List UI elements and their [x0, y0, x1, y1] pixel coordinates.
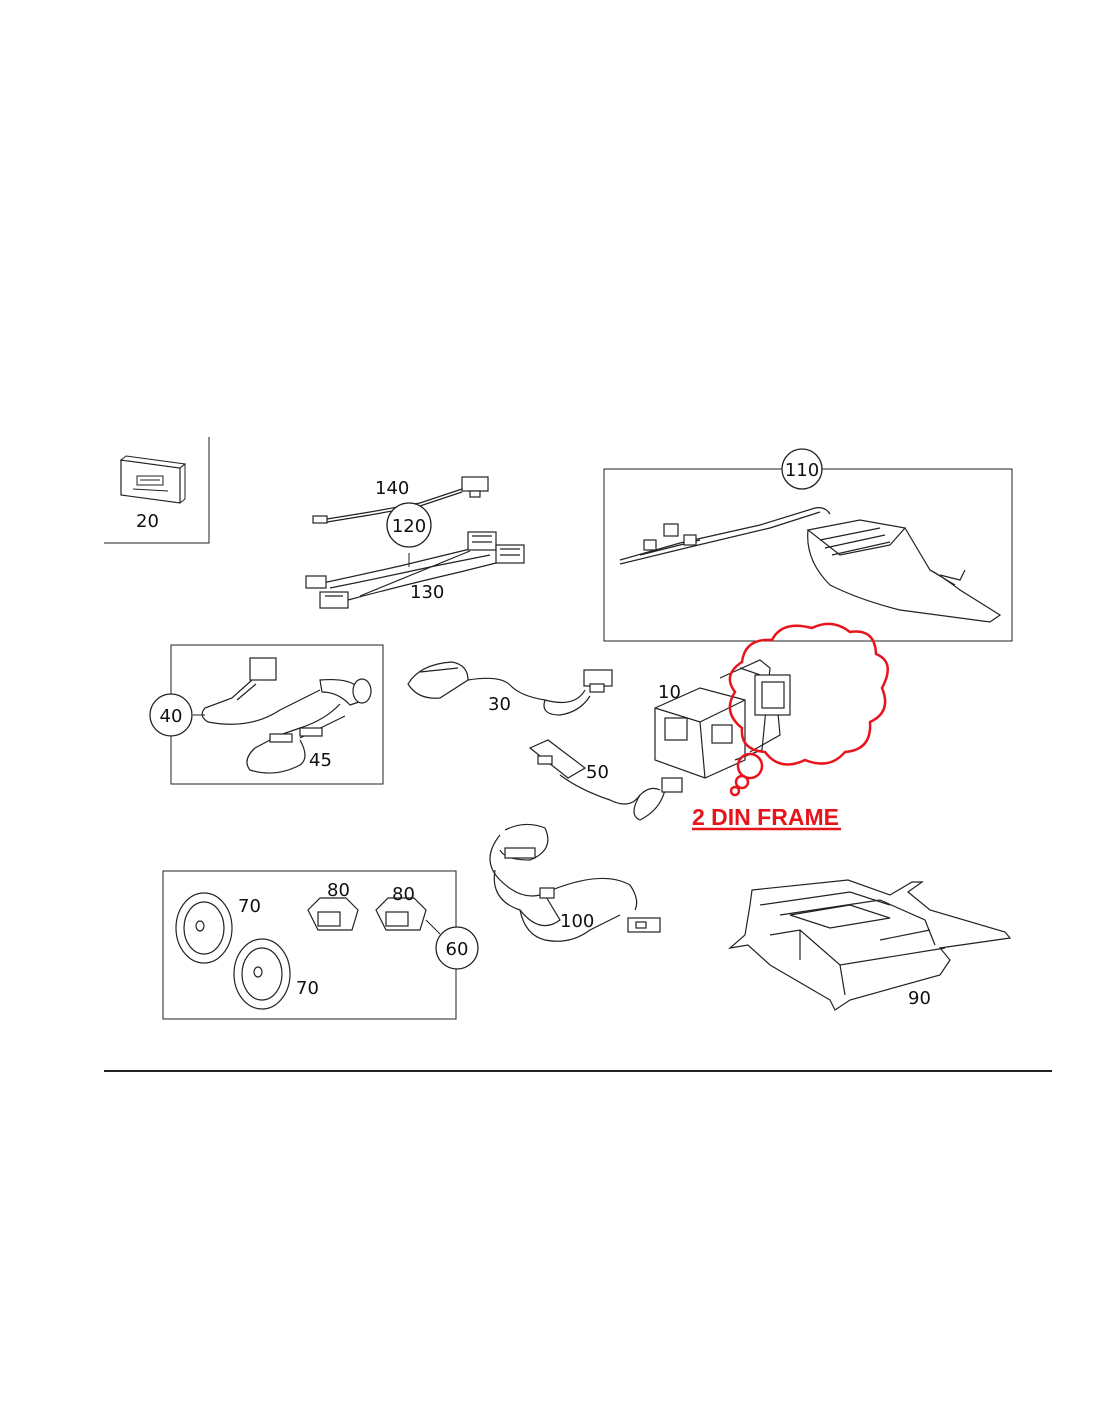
part-50-module	[528, 739, 683, 821]
part-60-group	[162, 870, 457, 1020]
label-60: 60	[446, 939, 469, 960]
callout-cloud	[728, 622, 889, 797]
circle-120	[386, 502, 432, 548]
callout-2-din-frame: 2 DIN FRAME	[692, 804, 839, 830]
part-30-gps-antenna	[407, 661, 613, 716]
part-10-head-unit	[654, 659, 791, 779]
label-70-b: 70	[296, 978, 319, 999]
label-130: 130	[410, 582, 444, 603]
circle-110	[781, 448, 823, 490]
part-130-harness	[305, 531, 525, 609]
part-110-group	[603, 468, 1013, 642]
part-90-bracket	[727, 879, 1012, 1011]
label-90: 90	[908, 988, 931, 1009]
circle-40	[149, 693, 193, 737]
label-40: 40	[160, 706, 183, 727]
label-70-a: 70	[238, 896, 261, 917]
circle-60	[435, 926, 479, 970]
label-30: 30	[488, 694, 511, 715]
label-10: 10	[658, 682, 681, 703]
label-45: 45	[309, 750, 332, 771]
label-50: 50	[586, 762, 609, 783]
leader-60	[425, 919, 441, 935]
part-20-manual	[104, 437, 210, 544]
label-140: 140	[375, 478, 409, 499]
part-100-harness	[489, 823, 661, 942]
label-120: 120	[392, 516, 426, 537]
label-110: 110	[785, 460, 819, 481]
label-20: 20	[136, 511, 159, 532]
label-80-a: 80	[327, 880, 350, 901]
label-80-b: 80	[392, 884, 415, 905]
label-100: 100	[560, 911, 594, 932]
